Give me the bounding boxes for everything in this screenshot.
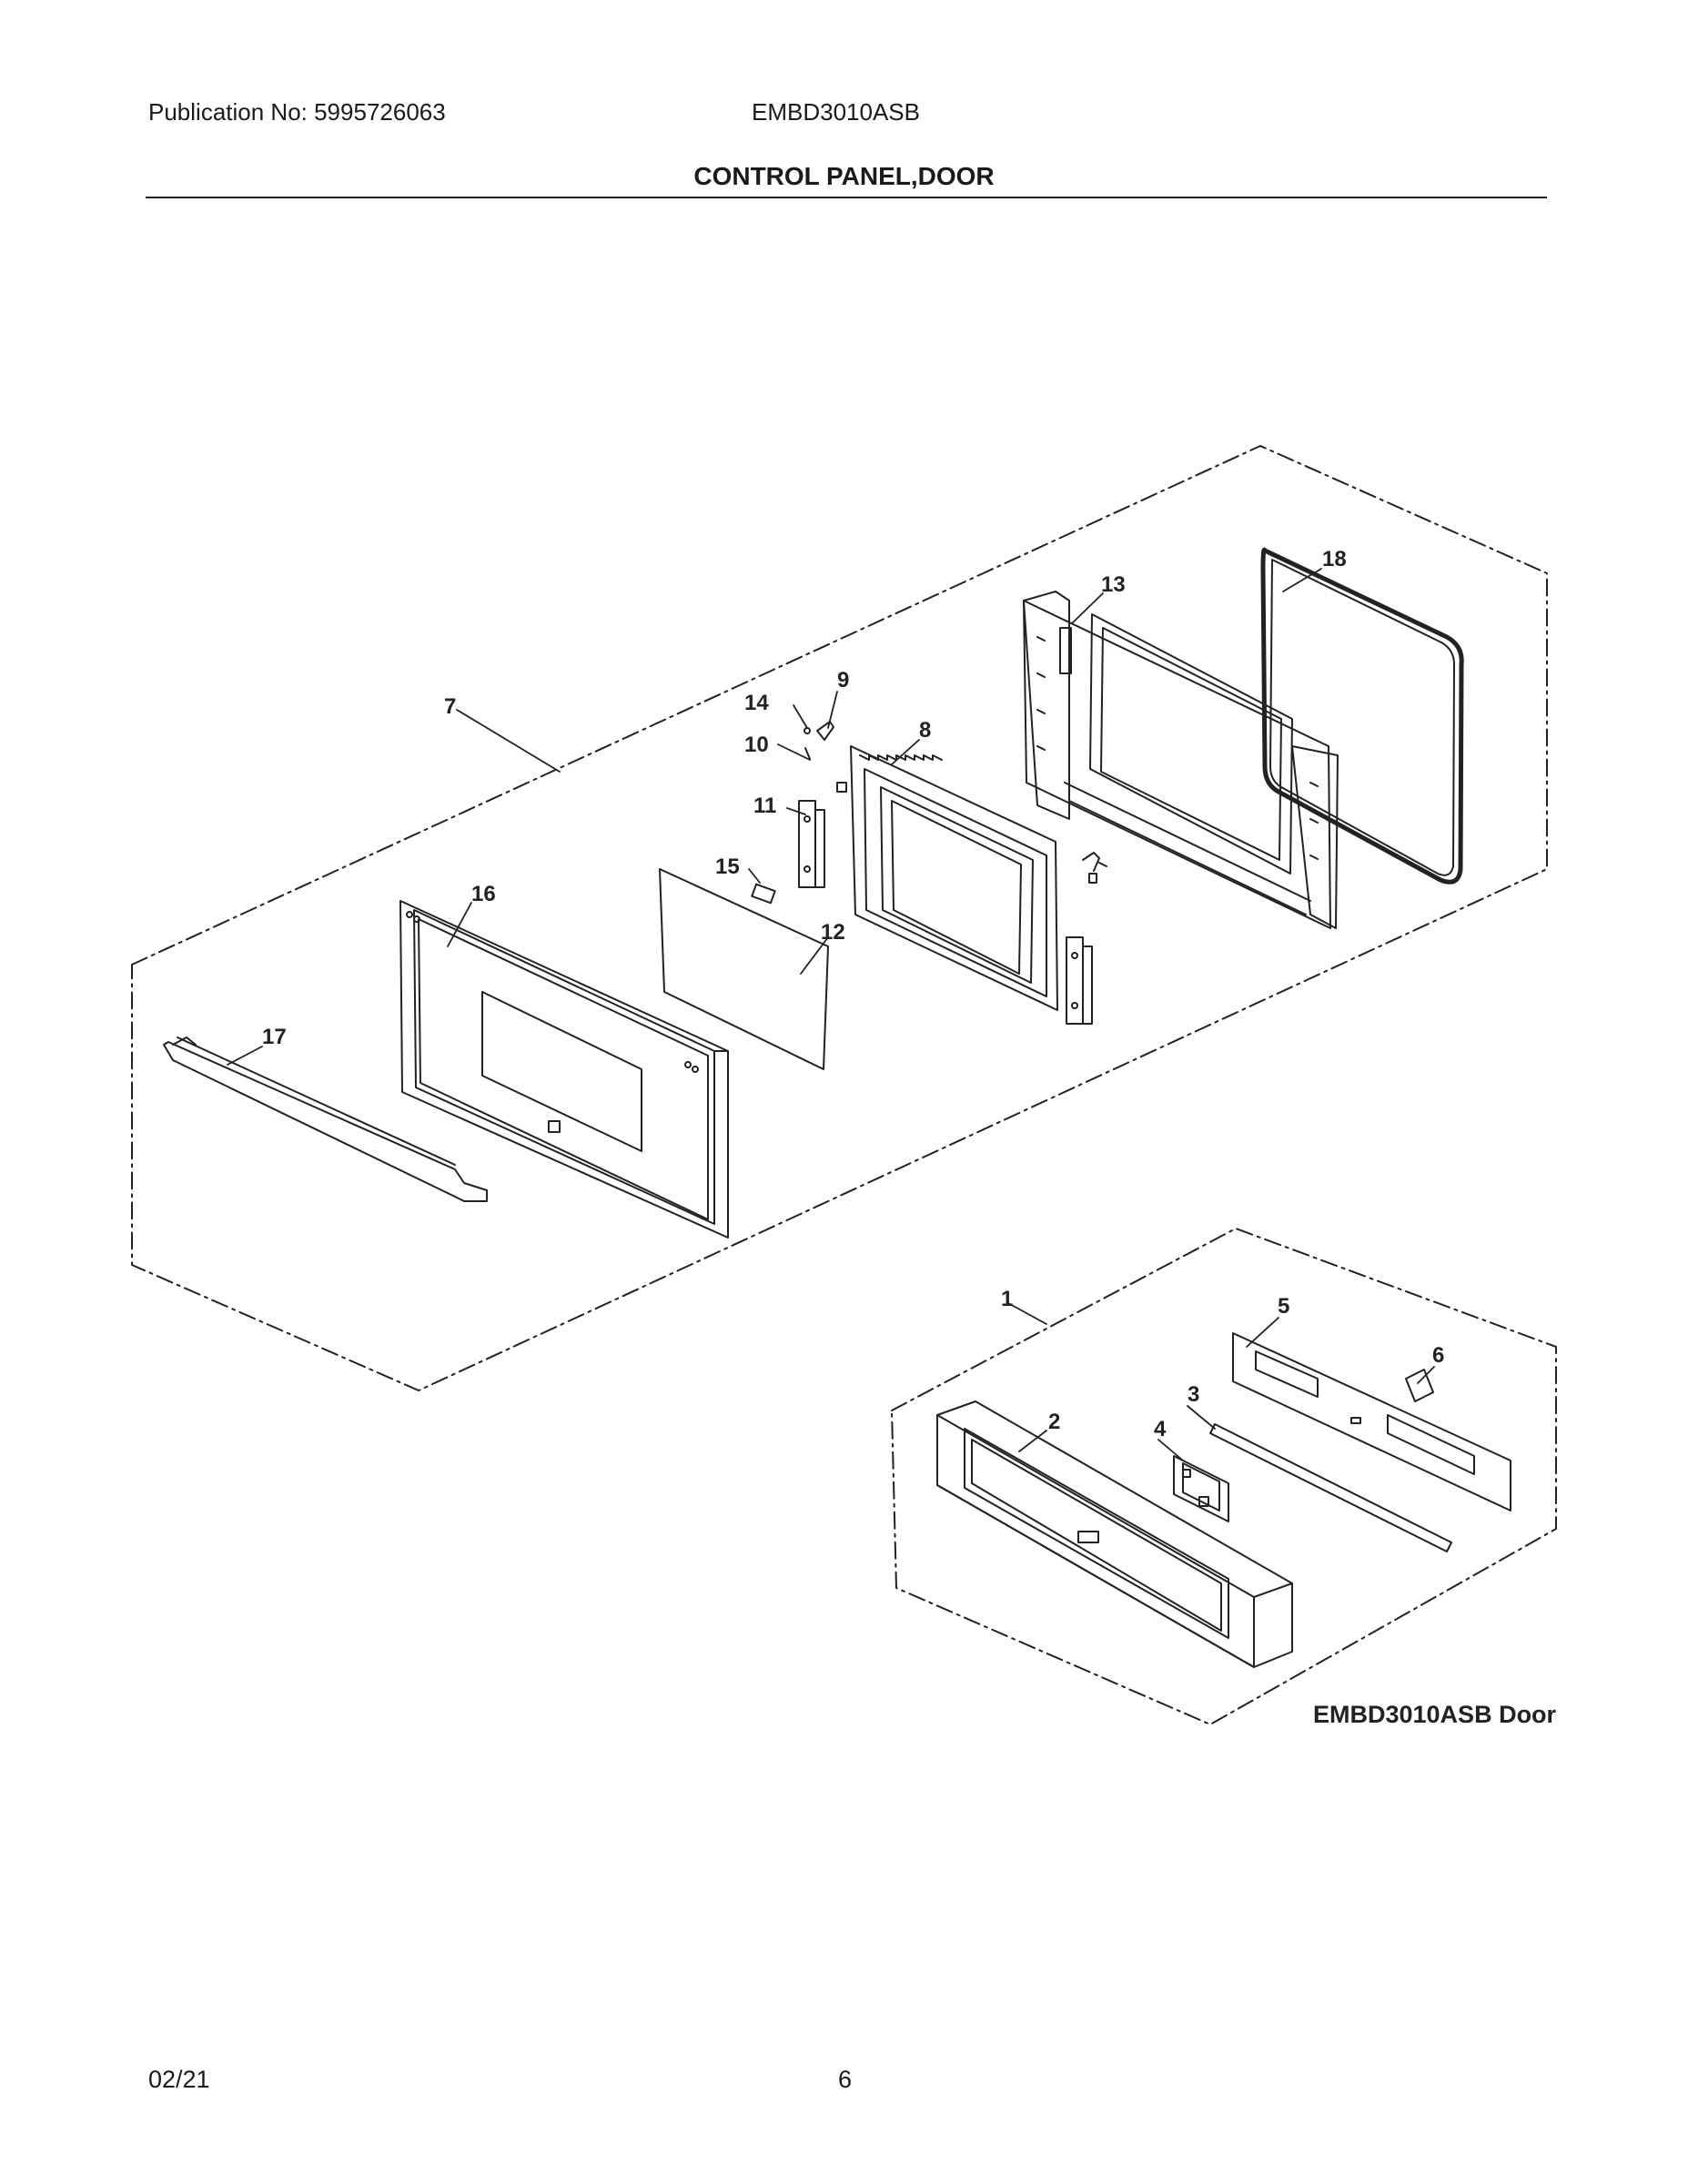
control-board-part xyxy=(1173,1455,1229,1522)
door-handle-part xyxy=(163,1036,488,1202)
callout-16: 16 xyxy=(471,882,496,906)
gasket-part xyxy=(1260,547,1464,885)
control-panel-trim-part xyxy=(936,1400,1293,1668)
callout-18: 18 xyxy=(1322,547,1347,571)
callout-9: 9 xyxy=(837,668,849,693)
callout-11: 11 xyxy=(753,794,776,818)
callout-5: 5 xyxy=(1278,1294,1289,1319)
leader-lines xyxy=(227,568,1435,1461)
glass-clip-part xyxy=(751,883,776,905)
callout-17: 17 xyxy=(262,1025,287,1049)
outer-door-part xyxy=(399,900,729,1239)
small-hardware-parts xyxy=(804,721,1107,884)
callout-7: 7 xyxy=(444,694,456,719)
callout-1: 1 xyxy=(1001,1287,1013,1311)
control-backplate-part xyxy=(1232,1332,1511,1512)
callout-12: 12 xyxy=(821,920,845,945)
callout-10: 10 xyxy=(744,733,769,757)
revision-date: 02/21 xyxy=(148,2066,210,2093)
inner-door-frame-part xyxy=(1023,591,1339,929)
callout-13: 13 xyxy=(1101,572,1126,597)
control-panel-boundary xyxy=(891,1228,1557,1725)
callout-8: 8 xyxy=(919,718,931,743)
callout-15: 15 xyxy=(715,854,740,879)
diagram-caption: EMBD3010ASB Door xyxy=(1313,1701,1557,1728)
callout-2: 2 xyxy=(1048,1410,1060,1434)
glass-panel-part xyxy=(659,868,829,1070)
callout-14: 14 xyxy=(744,691,769,715)
callout-3: 3 xyxy=(1188,1382,1199,1407)
callout-6: 6 xyxy=(1432,1343,1444,1368)
page-number: 6 xyxy=(838,2066,853,2093)
door-assembly-boundary xyxy=(131,445,1548,1391)
callout-4: 4 xyxy=(1154,1417,1167,1441)
door-liner-part xyxy=(850,745,1058,1011)
model-number: EMBD3010ASB xyxy=(752,98,920,126)
hinge-part xyxy=(798,800,1093,1025)
header-divider xyxy=(146,197,1547,198)
publication-number: Publication No: 5995726063 xyxy=(148,98,446,126)
page-title: CONTROL PANEL,DOOR xyxy=(693,162,995,190)
bracket-part xyxy=(1209,1423,1452,1552)
small-board-part xyxy=(1405,1369,1434,1402)
